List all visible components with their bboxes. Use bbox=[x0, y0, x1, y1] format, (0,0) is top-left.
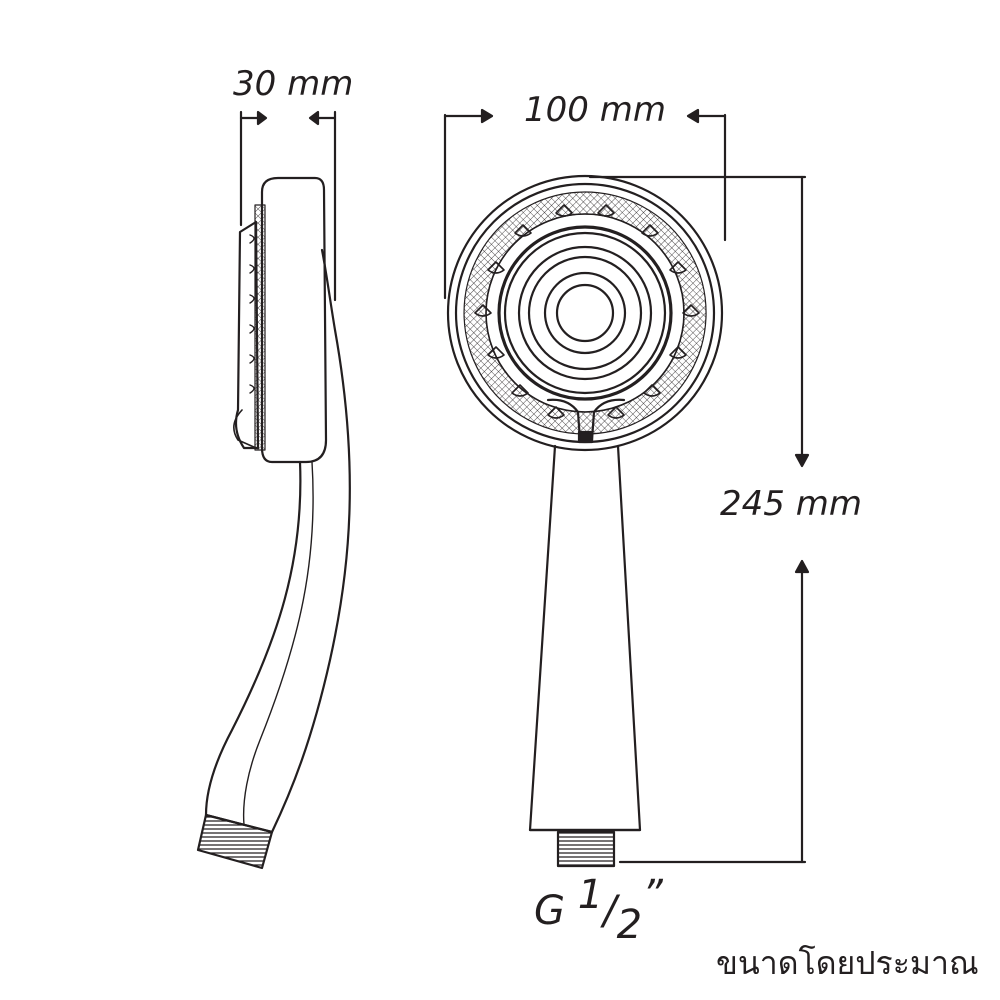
front-ring-2 bbox=[517, 245, 653, 381]
side-handle-inner bbox=[242, 461, 314, 826]
front-nozzle-ring bbox=[485, 213, 685, 413]
side-face-plate bbox=[234, 220, 260, 450]
thread-inch-mark: ” bbox=[642, 872, 663, 918]
depth-arrowhead-left bbox=[256, 110, 268, 126]
length-dimension-label: 245 mm bbox=[720, 484, 862, 524]
length-arrowhead-top bbox=[794, 453, 810, 468]
front-outer-ring bbox=[446, 174, 724, 452]
depth-dimension-label: 30 mm bbox=[233, 64, 354, 104]
front-handle bbox=[528, 444, 642, 832]
side-nozzles bbox=[249, 234, 255, 394]
approximate-size-note: ขนาดโดยประมาณ bbox=[716, 944, 979, 982]
side-lever bbox=[233, 409, 257, 449]
front-lever-dark bbox=[577, 430, 594, 444]
side-head-hatch bbox=[254, 204, 266, 451]
front-center-inner bbox=[555, 283, 615, 343]
front-view bbox=[443, 108, 810, 868]
side-head bbox=[260, 176, 328, 464]
diameter-arrowhead-left bbox=[480, 108, 494, 124]
front-center-outer bbox=[543, 271, 627, 355]
thread-numerator: 1 bbox=[577, 872, 604, 918]
length-arrowhead-bottom bbox=[794, 559, 810, 574]
diameter-arrowhead-right bbox=[686, 108, 700, 124]
thread-slash: / bbox=[603, 888, 617, 934]
front-thread bbox=[556, 830, 616, 868]
front-ring-1 bbox=[503, 231, 667, 395]
diameter-dimension-label: 100 mm bbox=[524, 90, 666, 130]
thread-prefix: G bbox=[534, 888, 578, 934]
front-dark-ring bbox=[497, 225, 673, 401]
depth-arrowhead-right bbox=[308, 110, 320, 126]
thread-size-label: G 1/2” bbox=[534, 872, 663, 948]
front-nozzles bbox=[474, 204, 700, 419]
thread-denominator: 2 bbox=[616, 902, 643, 948]
side-view bbox=[196, 110, 351, 870]
side-handle bbox=[204, 248, 351, 834]
front-ring-3 bbox=[527, 255, 643, 371]
front-rim bbox=[454, 182, 716, 444]
side-thread bbox=[196, 813, 274, 870]
